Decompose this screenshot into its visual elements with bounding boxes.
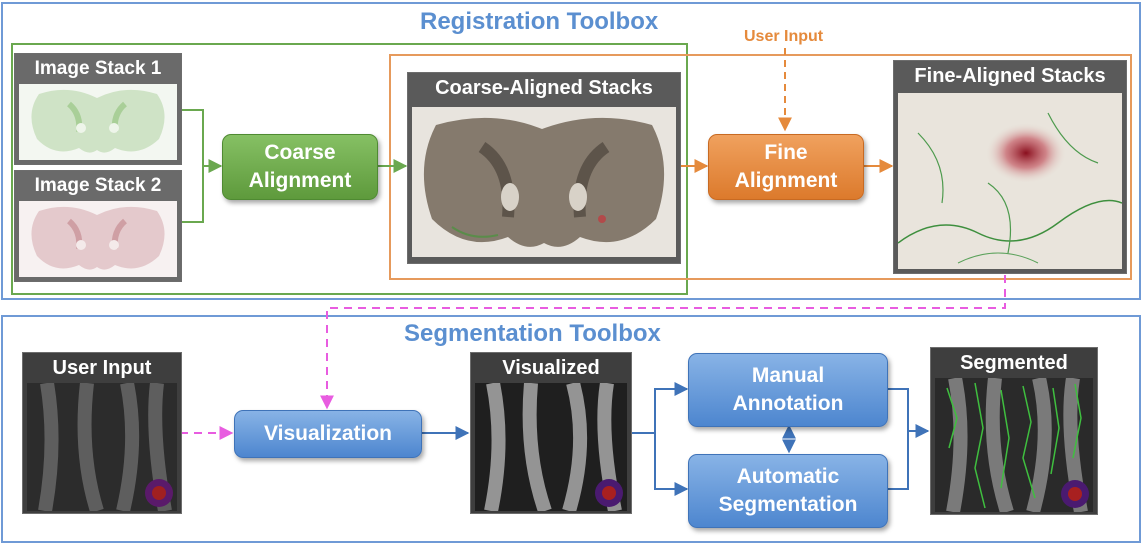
fine-aligned-tissue-image [898, 93, 1122, 269]
coarse-aligned-stacks-label: Coarse-Aligned Stacks [435, 76, 653, 99]
coarse-alignment-label: Coarse Alignment [248, 141, 352, 192]
coarse-aligned-stacks-panel: Coarse-Aligned Stacks [407, 72, 681, 264]
segmentation-user-input-panel: User Input [22, 352, 182, 514]
fine-to-visualization-path [320, 275, 1006, 410]
visualized-to-manual-connector [630, 382, 689, 434]
image-stack-2-panel: Image Stack 2 [14, 170, 182, 282]
brain-section-green-image [19, 84, 177, 160]
image-stack-2-label: Image Stack 2 [34, 175, 162, 196]
registration-user-input-label: User Input [744, 28, 824, 45]
fine-alignment-label: Fine Alignment [734, 141, 838, 192]
manual-annotation-label: Manual Annotation [732, 364, 844, 415]
visualized-label: Visualized [502, 356, 600, 379]
automatic-segmentation-button[interactable]: Automatic Segmentation [688, 454, 888, 528]
visualized-image [475, 383, 627, 511]
automatic-to-segmented-connector [887, 431, 909, 490]
image-stack-1-panel: Image Stack 1 [14, 53, 182, 165]
segmentation-toolbox-frame [1, 315, 1141, 543]
manual-annotation-button[interactable]: Manual Annotation [688, 353, 888, 427]
stack1-connector [180, 109, 204, 166]
visualization-button[interactable]: Visualization [234, 410, 422, 458]
segmented-image [935, 378, 1093, 512]
fine-alignment-button[interactable]: Fine Alignment [708, 134, 864, 200]
coarse-alignment-button[interactable]: Coarse Alignment [222, 134, 378, 200]
registration-toolbox-title: Registration Toolbox [420, 8, 659, 35]
coarse-aligned-brain-image [412, 107, 676, 257]
visualization-label: Visualization [264, 422, 392, 445]
coarse-group-frame [11, 43, 688, 295]
segmented-label: Segmented [960, 351, 1068, 374]
visualized-to-automatic-connector [654, 433, 689, 496]
manual-to-segmented-connector [887, 388, 930, 438]
registration-toolbox-frame [1, 2, 1141, 300]
visualized-panel: Visualized [470, 352, 632, 514]
segmentation-toolbox-title: Segmentation Toolbox [404, 320, 661, 347]
brain-section-red-image [19, 201, 177, 277]
raw-microscopy-image [27, 383, 177, 511]
image-stack-1-label: Image Stack 1 [34, 58, 162, 79]
fine-aligned-stacks-label: Fine-Aligned Stacks [914, 64, 1106, 87]
stack2-connector [180, 166, 204, 223]
segmented-panel: Segmented [930, 347, 1098, 515]
segmentation-user-input-label: User Input [52, 356, 152, 379]
fine-aligned-stacks-panel: Fine-Aligned Stacks [893, 60, 1127, 274]
automatic-segmentation-label: Automatic Segmentation [718, 465, 858, 516]
